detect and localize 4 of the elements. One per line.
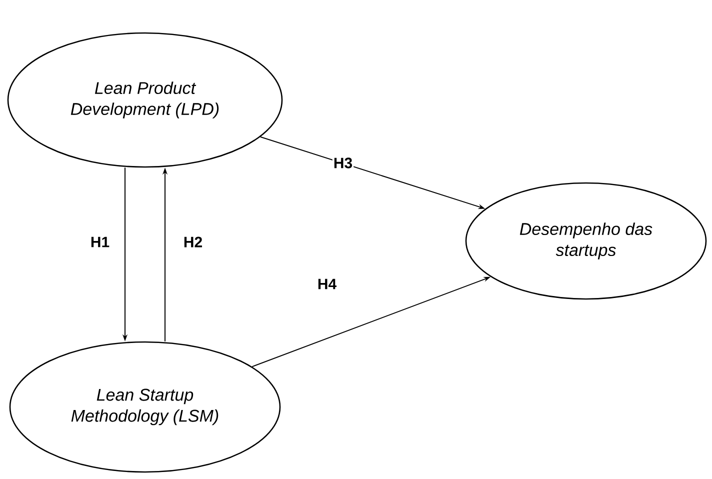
edge-label: H2 (182, 236, 204, 248)
edge-label: H4 (316, 278, 338, 290)
edge-label: H1 (89, 236, 111, 248)
edge-label: H3 (332, 156, 354, 170)
